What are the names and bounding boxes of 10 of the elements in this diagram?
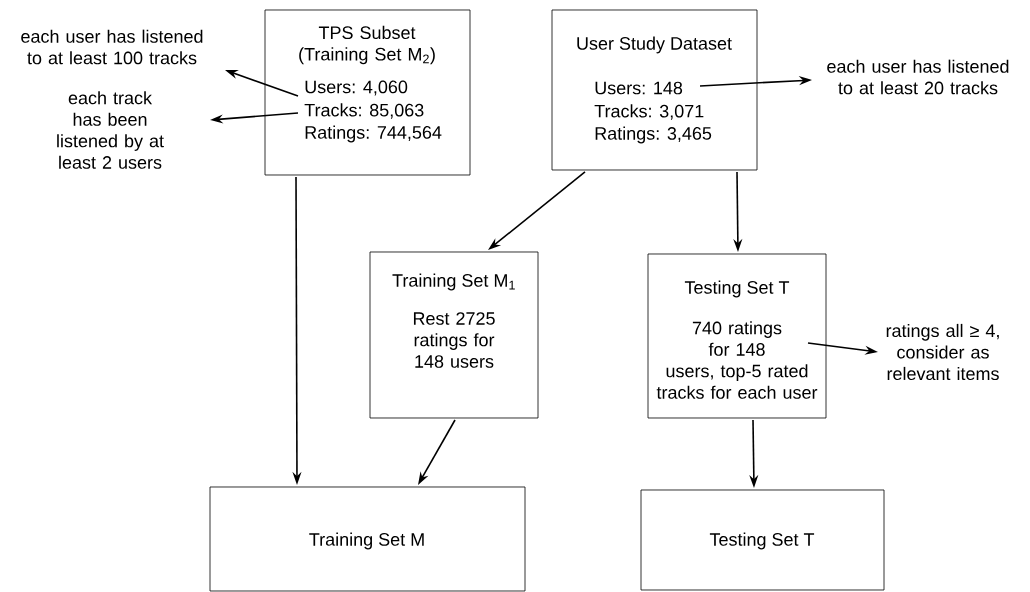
annotation-text: each user has listened to at least 20 tracks (827, 59, 1009, 95)
annotation-text: each track has been listened by at least 2 users (57, 91, 164, 169)
dataset-box: Testing Set T 740 ratings for 148 users, top-5 rated tracks for each user (647, 253, 827, 419)
dataset-box: Training Set M$_{1}$ Rest 2725 ratings for 148 users (369, 251, 539, 419)
annotation-text: each user has listened to at least 100 tracks (21, 29, 203, 65)
annotation-text: ratings all ≥ 4, consider as relevant items (886, 323, 999, 381)
dataset-box: Testing Set T (640, 489, 885, 591)
dataset-box: TPS Subset (Training Set M$_{2}$) Users: 4,060 Tracks: 85,063 Ratings: 744,564 (264, 9, 471, 176)
dataset-box: User Study Dataset Users: 148 Tracks: 3,071 Ratings: 3,465 (551, 9, 758, 171)
dataset-box: Training Set M (209, 486, 526, 592)
